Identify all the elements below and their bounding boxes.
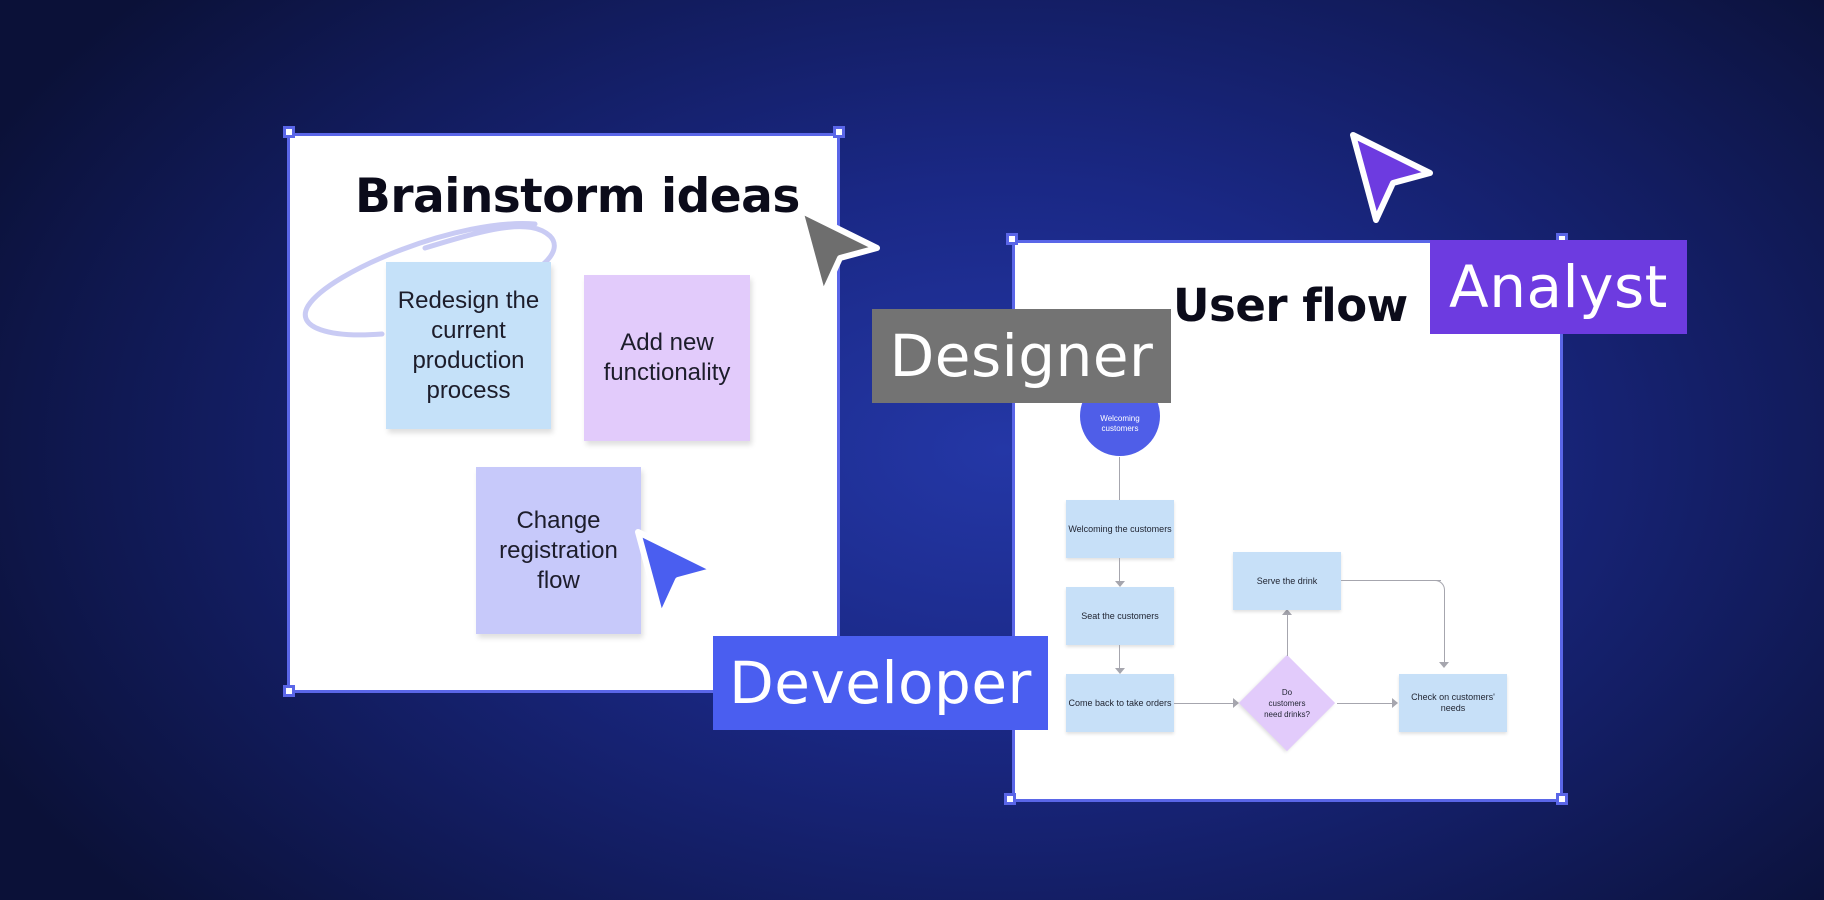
collaborator-label-designer: Designer bbox=[872, 309, 1171, 403]
resize-handle-bottom-right[interactable] bbox=[1556, 793, 1568, 805]
arrowhead-icon bbox=[1115, 581, 1125, 587]
flow-connector-curve bbox=[1431, 580, 1445, 594]
flow-node-seat[interactable]: Seat the customers bbox=[1066, 587, 1174, 645]
resize-handle-top-left[interactable] bbox=[1006, 233, 1018, 245]
flow-connector bbox=[1444, 593, 1445, 663]
flow-decision-node[interactable]: Do customers need drinks? bbox=[1238, 654, 1336, 752]
arrowhead-icon bbox=[1115, 668, 1125, 674]
brainstorm-title: Brainstorm ideas bbox=[355, 169, 800, 224]
arrowhead-icon bbox=[1233, 698, 1239, 708]
arrowhead-icon bbox=[1282, 609, 1292, 615]
flow-connector bbox=[1287, 611, 1288, 656]
resize-handle-bottom-left[interactable] bbox=[1004, 793, 1016, 805]
sticky-note-add-functionality[interactable]: Add new functionality bbox=[584, 275, 750, 441]
flow-start-label: Welcoming customers bbox=[1100, 414, 1140, 433]
flow-node-welcome[interactable]: Welcoming the customers bbox=[1066, 500, 1174, 558]
arrowhead-icon bbox=[1439, 662, 1449, 668]
flow-connector bbox=[1119, 457, 1120, 514]
flow-decision-label: Do customers need drinks? bbox=[1264, 687, 1310, 719]
flow-connector bbox=[1337, 703, 1395, 704]
collaborator-label-analyst: Analyst bbox=[1430, 240, 1687, 334]
flow-node-serve[interactable]: Serve the drink bbox=[1233, 552, 1341, 610]
cursor-arrow-icon bbox=[635, 529, 718, 620]
brainstorm-frame[interactable]: Brainstorm ideas Redesign the current pr… bbox=[287, 133, 840, 693]
flow-connector bbox=[1341, 580, 1441, 581]
flow-node-check[interactable]: Check on customers' needs bbox=[1399, 674, 1507, 732]
flow-connector bbox=[1119, 645, 1120, 673]
flow-connector bbox=[1174, 703, 1236, 704]
resize-handle-top-left[interactable] bbox=[283, 126, 295, 138]
flow-connector bbox=[1119, 558, 1120, 586]
cursor-arrow-icon bbox=[797, 207, 880, 298]
sticky-note-redesign[interactable]: Redesign the current production process bbox=[386, 262, 551, 429]
collaborator-label-developer: Developer bbox=[713, 636, 1048, 730]
sticky-note-change-registration[interactable]: Change registration flow bbox=[476, 467, 641, 634]
arrowhead-icon bbox=[1392, 698, 1398, 708]
user-flow-title: User flow bbox=[1173, 279, 1408, 332]
flow-node-orders[interactable]: Come back to take orders bbox=[1066, 674, 1174, 732]
resize-handle-bottom-left[interactable] bbox=[283, 685, 295, 697]
cursor-arrow-icon bbox=[1350, 132, 1433, 223]
resize-handle-top-right[interactable] bbox=[833, 126, 845, 138]
